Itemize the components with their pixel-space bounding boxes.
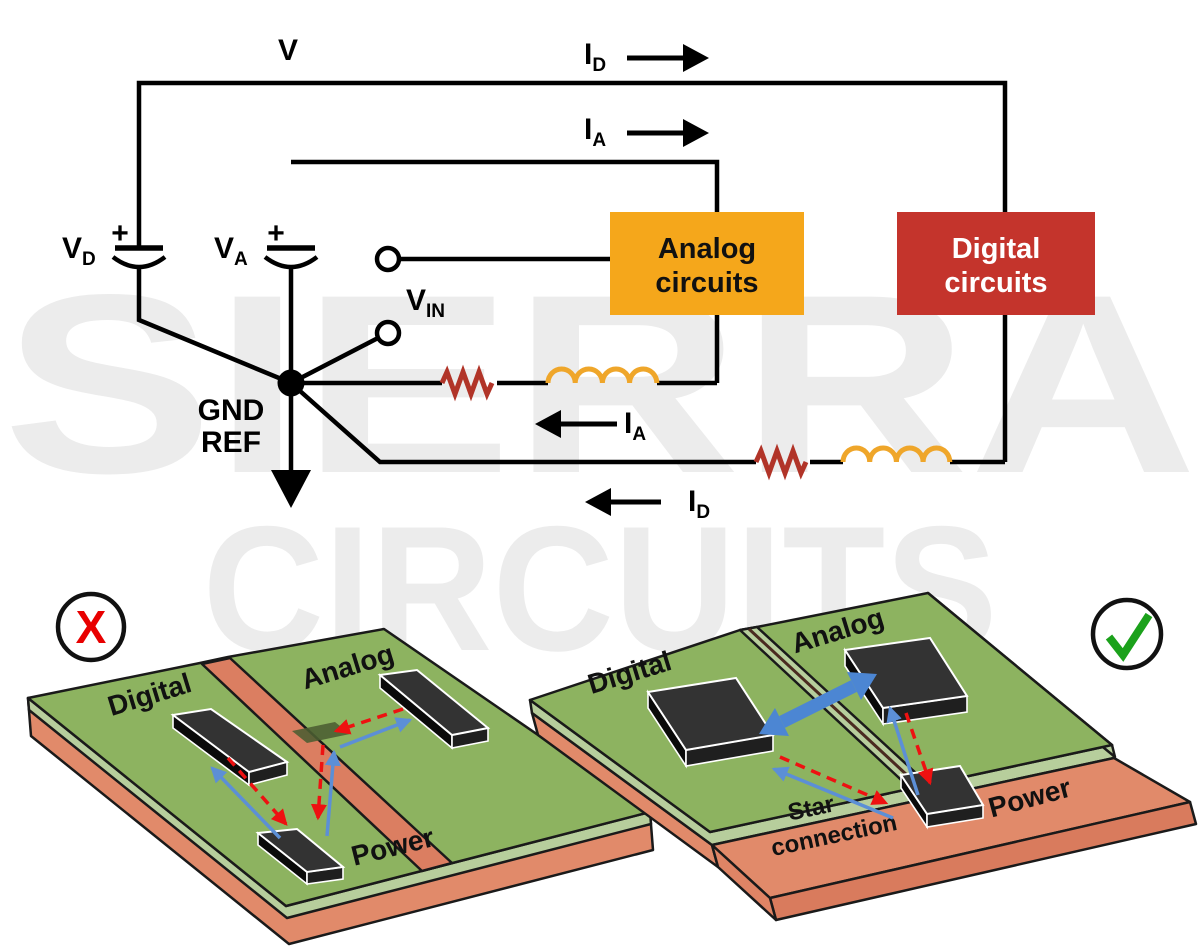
analog-trace-inductor	[545, 366, 660, 384]
good-example-board: Digital Analog Power Star connection	[528, 591, 1198, 922]
ia-return-label: IA	[624, 407, 646, 445]
vin-return-wire	[289, 336, 380, 385]
id-top-label: ID	[584, 38, 606, 76]
schematic: + VD + VA VIN GND REF V ID IA	[62, 34, 1095, 523]
bad-return-arrow-analog-to-gap	[333, 707, 404, 735]
va-label: VA	[214, 232, 248, 270]
gnd-ref-line1: GND	[198, 394, 265, 427]
bad-analog-chip	[377, 668, 491, 750]
bad-return-arrow-gap-to-power	[310, 744, 327, 821]
analog-circuits-block: Analog circuits	[610, 212, 804, 315]
check-icon	[1105, 612, 1153, 662]
good-digital-chip	[646, 676, 775, 769]
id-return-head	[585, 488, 611, 516]
id-top-arrow: ID	[584, 38, 709, 76]
va-arc	[263, 255, 319, 270]
vin-terminal-bottom	[374, 319, 402, 347]
bad-power-chip	[255, 827, 346, 886]
digital-box-line2: circuits	[944, 267, 1047, 299]
digital-circuits-box	[897, 212, 1095, 315]
good-signal-arrow-star-to-analog	[886, 705, 920, 796]
ia-return-head	[535, 410, 561, 438]
digital-box-line1: Digital	[952, 233, 1041, 265]
digital-trace-resistor	[753, 443, 809, 481]
bad-signal-arrow-gap-to-analog	[339, 717, 413, 749]
good-interface-arrow	[759, 672, 877, 736]
bad-signal-arrow-power-to-gap	[324, 749, 341, 837]
va-plus: +	[267, 217, 285, 250]
gnd-ref-line2: REF	[201, 426, 261, 459]
vin-terminal-top	[374, 245, 402, 273]
bad-return-arrow-digital-to-power	[226, 756, 288, 826]
cross-badge-circle	[55, 591, 127, 663]
good-analog-chip	[843, 636, 969, 727]
good-signal-arrow-star-to-digital	[771, 766, 894, 820]
star-point	[277, 369, 305, 397]
analog-circuits-box	[610, 212, 804, 315]
ground-arrow	[271, 470, 311, 508]
vin-label: VIN	[406, 284, 445, 322]
ia-top-head	[683, 119, 709, 147]
analog-box-line1: Analog	[658, 233, 756, 265]
good-return-arrow-digital-to-star	[779, 755, 889, 805]
digital-trace-inductor	[840, 445, 953, 463]
va-source: + VA	[214, 217, 319, 270]
vd-ground-wire	[136, 266, 292, 386]
v-label: V	[278, 34, 298, 67]
id-top-head	[683, 44, 709, 72]
digital-ground-wire	[289, 381, 1005, 465]
ia-top-label: IA	[584, 113, 606, 151]
vd-label: VD	[62, 232, 96, 270]
digital-circuits-block: Digital circuits	[897, 212, 1095, 315]
check-badge-circle	[1090, 597, 1164, 671]
vd-source: + VD	[62, 217, 167, 270]
good-split-slot-line	[747, 627, 923, 790]
vd-plus: +	[111, 217, 129, 250]
analog-trace-resistor	[439, 364, 495, 402]
bad-signal-arrow-power-to-digital	[210, 766, 282, 840]
ia-top-arrow: IA	[584, 113, 709, 151]
good-copper-plane-left	[710, 843, 778, 922]
id-return-label: ID	[688, 485, 710, 523]
cross-icon: X	[76, 601, 107, 653]
analog-box-line2: circuits	[655, 267, 758, 299]
good-return-arrow-analog-to-star	[904, 712, 934, 786]
vd-arc	[111, 255, 167, 270]
id-return-arrow: ID	[585, 485, 710, 523]
bad-digital-chip	[170, 707, 290, 787]
bad-example-board: Digital Analog Power X	[26, 591, 655, 946]
ia-return-arrow: IA	[535, 407, 646, 445]
